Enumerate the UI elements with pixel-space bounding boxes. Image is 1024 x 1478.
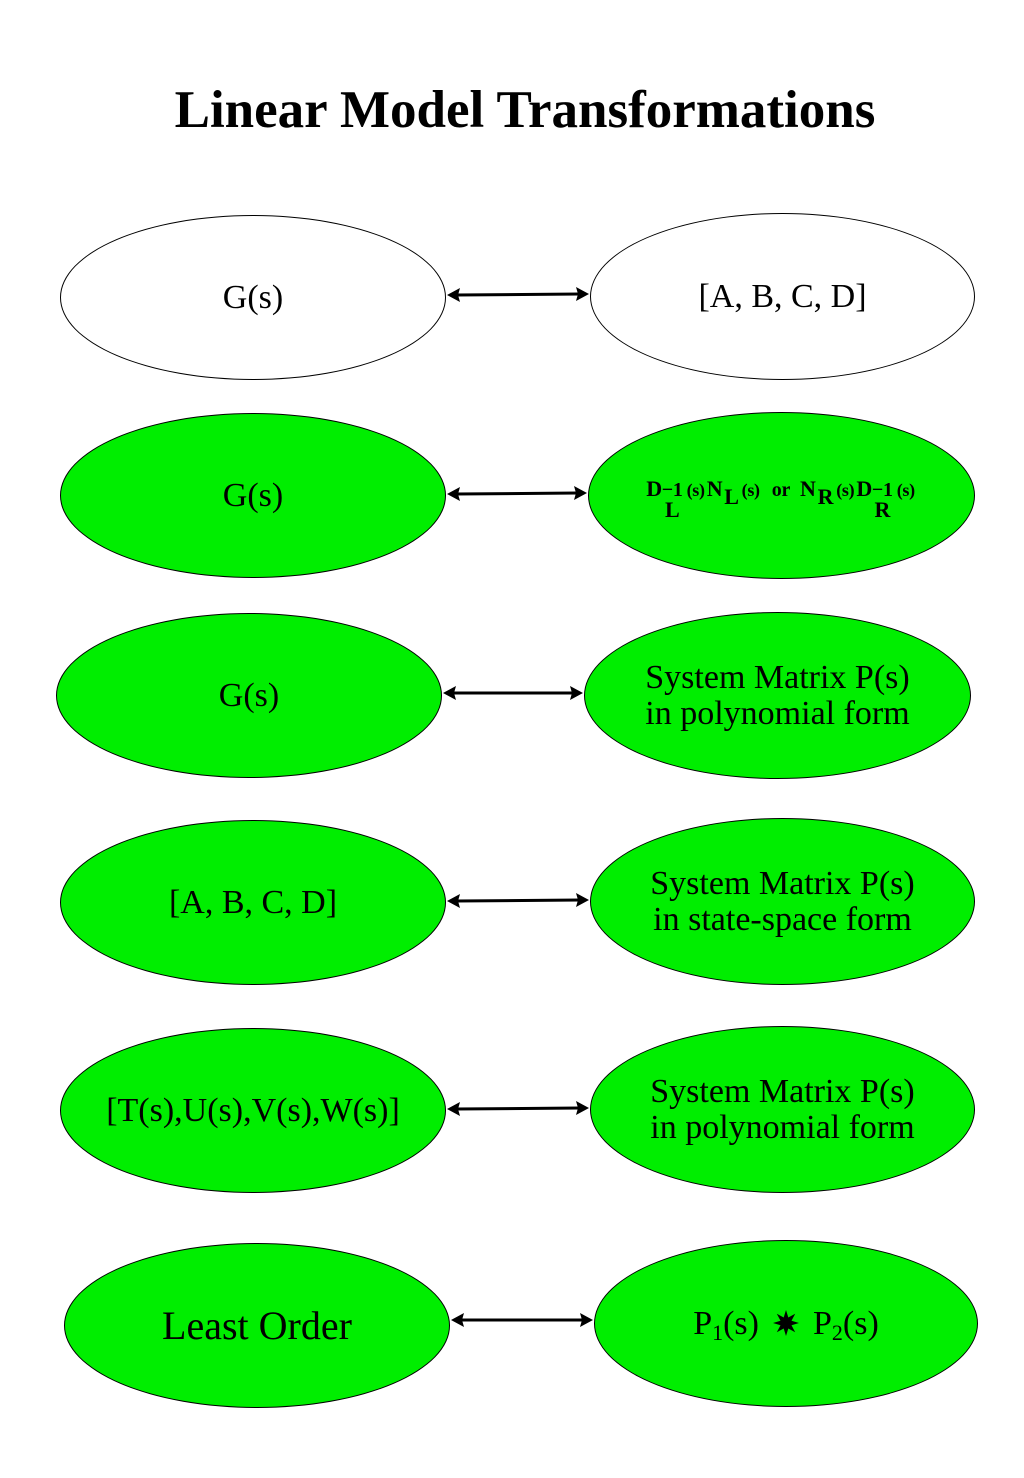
node-label: Least Order [162, 1302, 352, 1348]
node-label: [A, B, C, D] [698, 277, 867, 315]
coprime-factorization-formula: D −1 L (s) N L (s) or N R (s) D −1 R (s) [646, 475, 915, 522]
double-arrow-icon [447, 1101, 589, 1116]
left-node-least-order: Least Order [64, 1243, 450, 1408]
double-arrow-icon [447, 893, 589, 908]
page-title: Linear Model Transformations [174, 81, 876, 139]
right-node-system-matrix-state-space: System Matrix P(s) in state-space form [590, 818, 975, 985]
bidirectional-arrow [446, 484, 588, 504]
left-node-transfer-function: G(s) [60, 413, 446, 578]
node-label-line-1: System Matrix P(s) [650, 1072, 915, 1110]
node-label: [A, B, C, D] [168, 883, 338, 921]
left-node-polynomial-matrices: [T(s),U(s),V(s),W(s)] [60, 1028, 446, 1193]
right-node-state-space: [A, B, C, D] [590, 213, 975, 380]
node-label-line-2: in polynomial form [650, 1108, 915, 1146]
node-label-line-2: in polynomial form [645, 694, 910, 732]
bidirectional-arrow [442, 683, 584, 703]
node-label-line-1: System Matrix P(s) [650, 864, 915, 902]
bidirectional-arrow [446, 1099, 590, 1119]
node-label: G(s) [222, 476, 284, 514]
double-arrow-icon [447, 486, 587, 501]
node-label: G(s) [218, 676, 280, 714]
double-arrow-icon [447, 287, 589, 302]
left-node-state-space: [A, B, C, D] [60, 820, 446, 985]
right-node-coprime-factorization: D −1 L (s) N L (s) or N R (s) D −1 R (s) [588, 412, 975, 579]
bidirectional-arrow [446, 891, 590, 911]
double-arrow-icon [443, 686, 583, 700]
right-node-system-matrix-polynomial: System Matrix P(s) in polynomial form [590, 1026, 975, 1193]
node-label-line-2: in state-space form [653, 900, 912, 938]
double-arrow-icon [451, 1313, 593, 1327]
bidirectional-arrow [450, 1310, 594, 1330]
left-node-transfer-function: G(s) [60, 215, 446, 380]
star-burst-icon [773, 1307, 799, 1336]
node-label-line-1: System Matrix P(s) [645, 658, 910, 696]
node-label: G(s) [222, 278, 284, 316]
bidirectional-arrow [446, 285, 590, 305]
left-node-transfer-function: G(s) [56, 613, 442, 778]
right-node-system-matrix-polynomial: System Matrix P(s) in polynomial form [584, 612, 971, 779]
node-label: [T(s),U(s),V(s),W(s)] [106, 1091, 400, 1129]
